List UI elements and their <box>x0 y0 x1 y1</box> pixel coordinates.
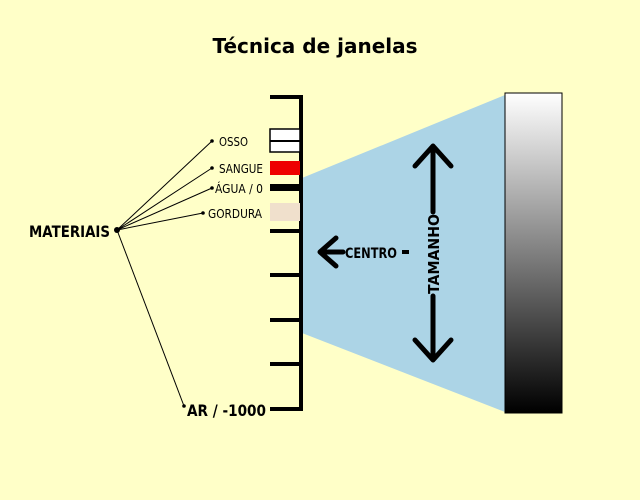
leader-end-dot <box>210 166 214 170</box>
materials-label: MATERIAIS <box>29 222 110 241</box>
leader-fat <box>116 212 204 231</box>
material-label-blood: SANGUE <box>219 162 263 176</box>
leader-blood <box>116 167 213 231</box>
center-arrow-icon <box>317 235 346 269</box>
leader-end-dot <box>182 404 186 408</box>
material-label-water: ÁGUA / 0 <box>215 181 263 196</box>
leader-bone <box>116 140 213 231</box>
size-label: TAMANHO <box>425 214 443 294</box>
leader-water <box>116 187 213 231</box>
leader-end-dot <box>201 211 205 215</box>
fat-swatch <box>270 203 300 221</box>
leader-end-dot <box>210 186 214 190</box>
size-double-arrow-icon <box>412 143 454 363</box>
center-marker <box>402 250 409 254</box>
leader-end-dot <box>210 139 214 143</box>
scale-bottom-label: AR / -1000 <box>187 401 266 420</box>
material-label-fat: GORDURA <box>208 207 263 221</box>
center-label: CENTRO <box>345 246 397 262</box>
grayscale-bar <box>504 92 563 414</box>
diagram-title: Técnica de janelas <box>212 34 417 58</box>
leader-air <box>116 229 185 407</box>
material-leader-lines <box>116 140 213 407</box>
blood-swatch <box>270 161 300 175</box>
material-label-bone: OSSO <box>219 135 248 149</box>
leader-hub-dot <box>114 227 120 233</box>
water-swatch <box>270 184 300 191</box>
